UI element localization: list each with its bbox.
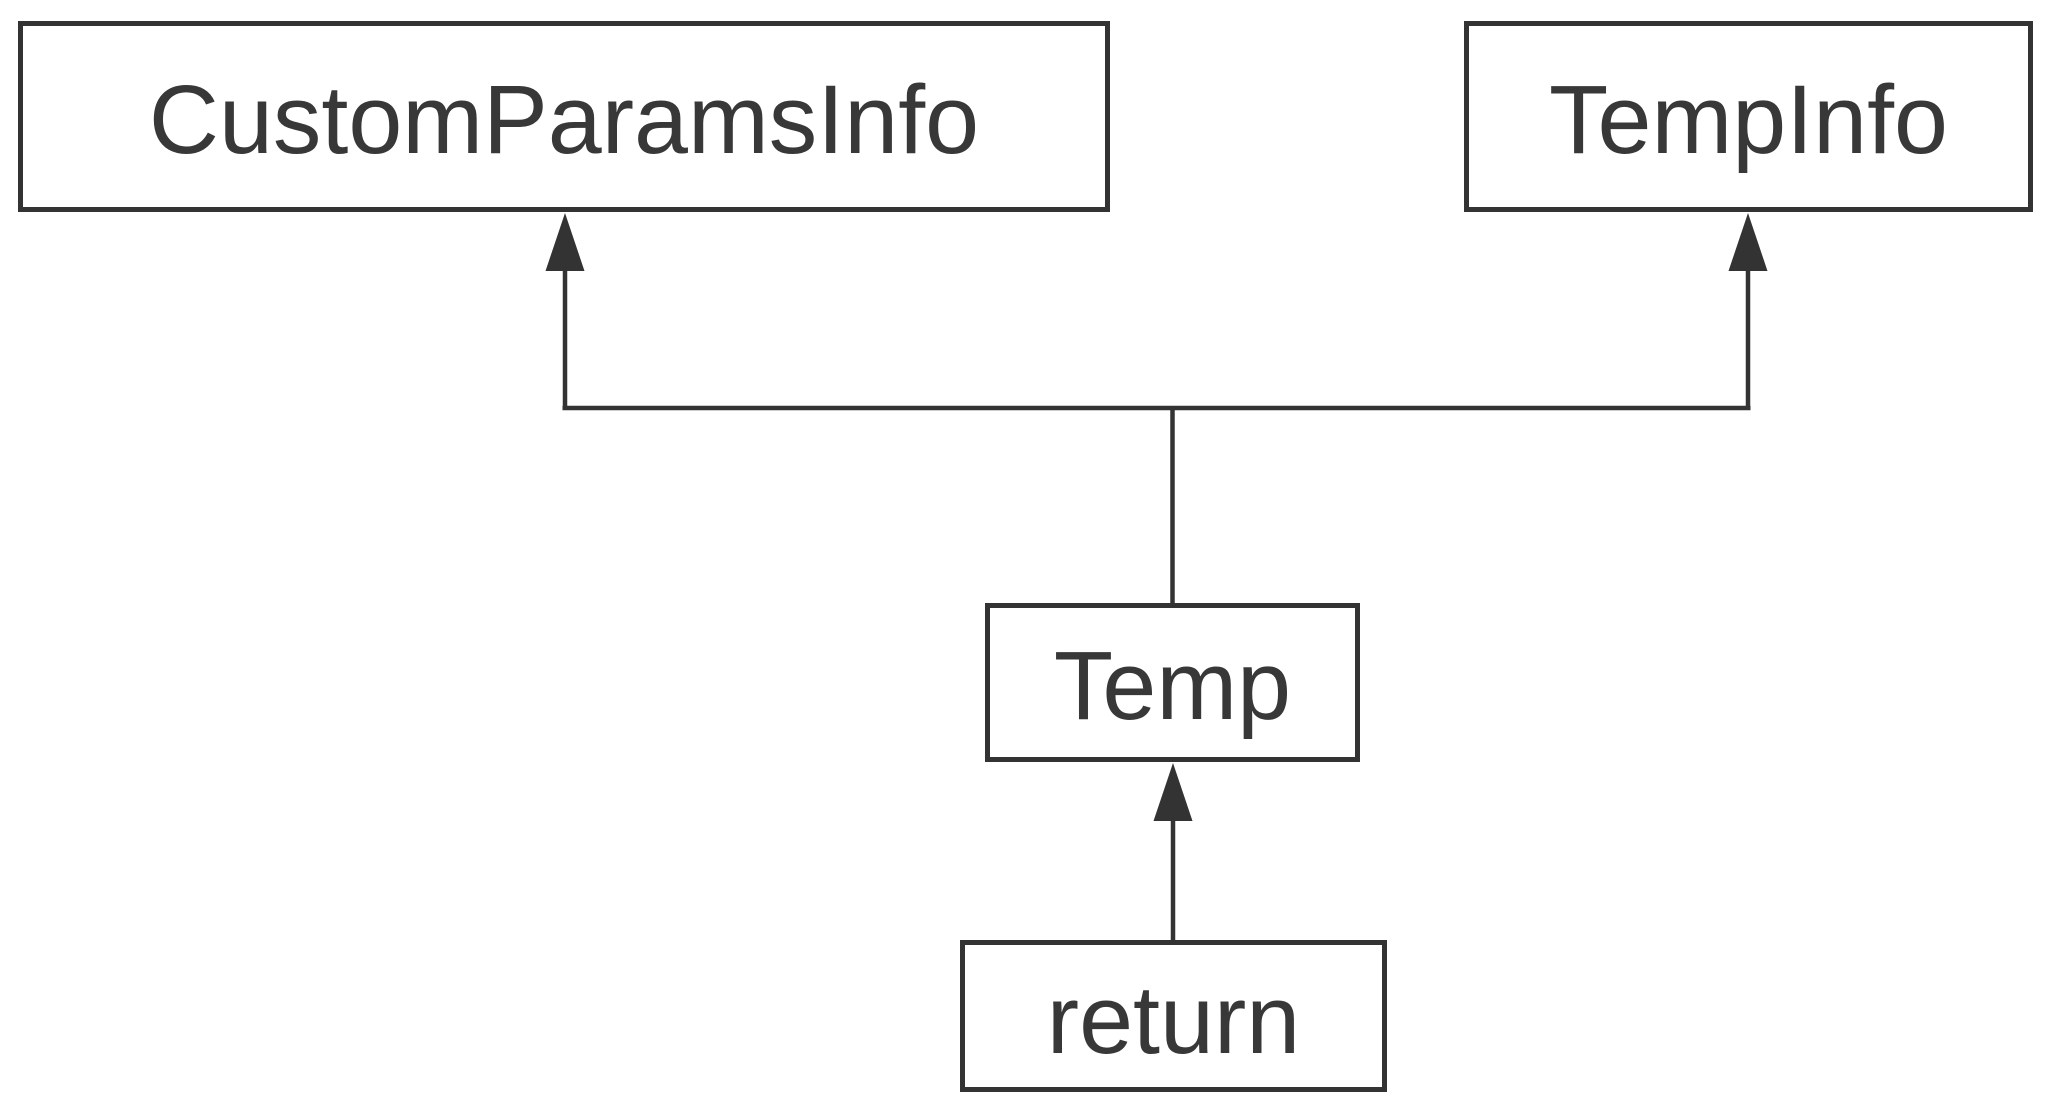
node-temp-label: Temp — [1053, 631, 1292, 740]
edge-arrowhead-to-tempinfo — [1728, 213, 1768, 271]
node-custom-params-info-label: CustomParamsInfo — [148, 65, 980, 174]
edge-arrowhead-to-customparamsinfo — [545, 213, 585, 271]
node-temp: Temp — [985, 603, 1360, 762]
node-temp-info-label: TempInfo — [1549, 65, 1948, 174]
node-temp-info: TempInfo — [1464, 21, 2033, 212]
node-return-label: return — [1046, 964, 1301, 1074]
edge-arrowhead-to-temp — [1153, 763, 1193, 821]
edge-temp-to-parents — [562, 266, 1751, 605]
node-return: return — [960, 940, 1387, 1092]
node-custom-params-info: CustomParamsInfo — [18, 21, 1110, 212]
